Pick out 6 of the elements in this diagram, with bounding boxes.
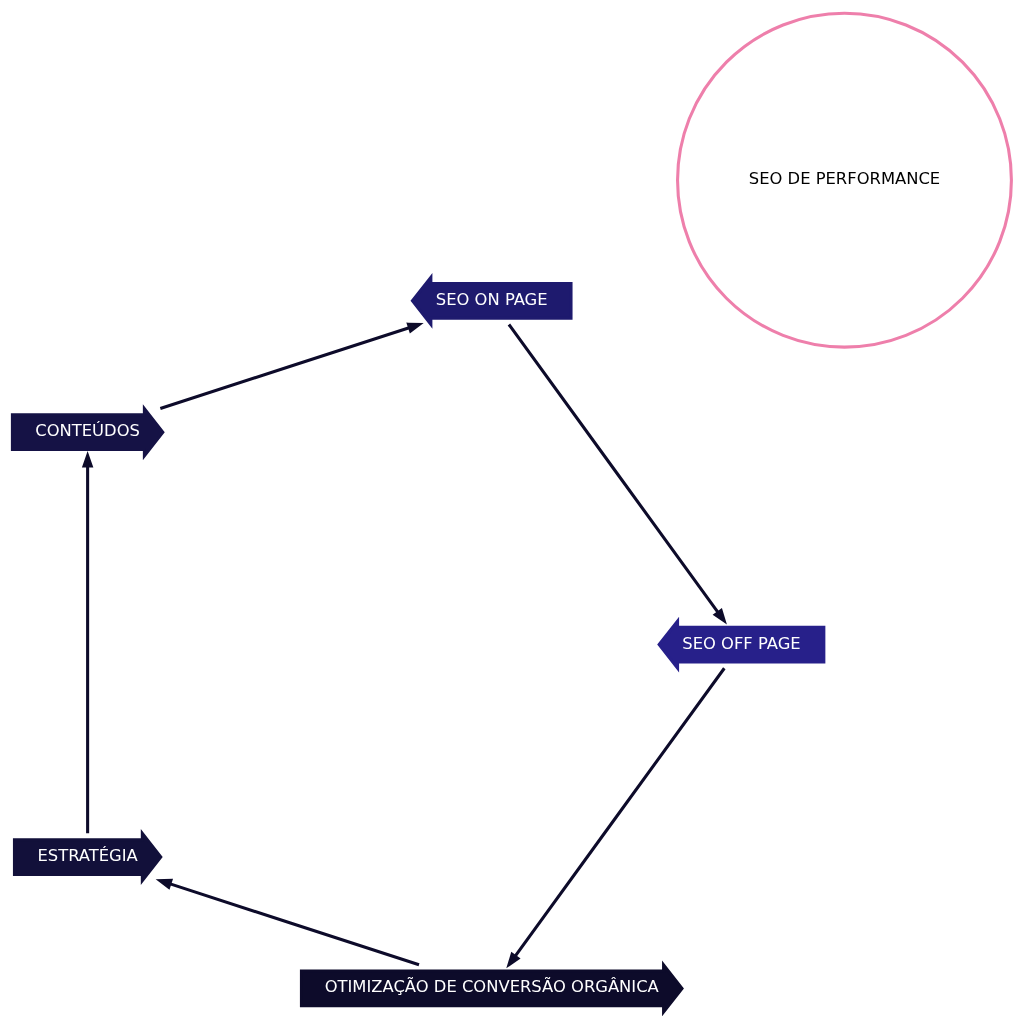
arrow <box>507 323 727 625</box>
node-circle: SEO DE PERFORMANCE <box>676 11 1013 349</box>
arrow <box>159 322 424 410</box>
arrow <box>155 878 420 966</box>
arrow <box>81 450 94 833</box>
arrow <box>506 666 726 968</box>
